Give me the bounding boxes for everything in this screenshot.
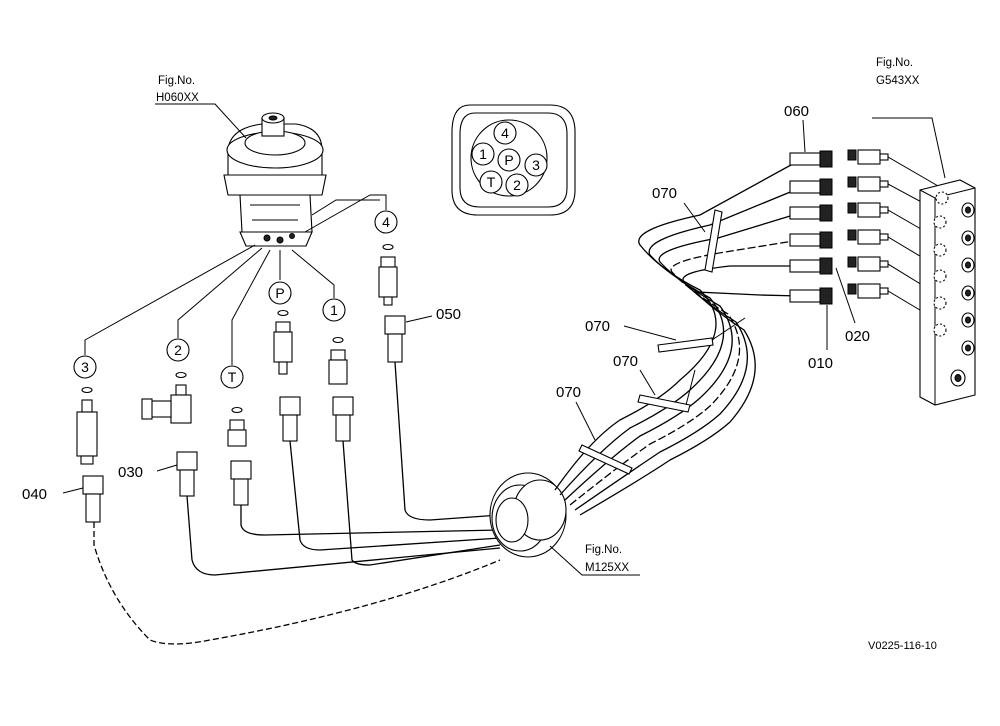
svg-text:060: 060 — [784, 103, 809, 120]
elbow-adaptor-stack — [847, 149, 889, 299]
svg-text:P: P — [275, 285, 284, 301]
svg-text:030: 030 — [118, 464, 143, 481]
port-pattern-4: 4 — [493, 121, 517, 145]
fitting-port-4 — [378, 243, 398, 306]
svg-text:1: 1 — [330, 302, 338, 318]
port-leader-lines — [84, 194, 387, 365]
svg-text:050: 050 — [436, 306, 461, 323]
port-marker-p: P — [268, 281, 292, 305]
callout-010: 010 — [808, 305, 833, 372]
svg-text:P: P — [504, 152, 513, 168]
port-pattern-icon: 4 1 P 3 T 2 — [451, 104, 576, 216]
port-marker-t: T — [220, 365, 244, 389]
svg-text:M125XX: M125XX — [585, 562, 629, 574]
callout-030: 030 — [118, 464, 178, 481]
coupler-stack — [789, 150, 833, 305]
hose-end-1 — [332, 396, 354, 442]
fitting-port-p — [273, 309, 293, 375]
svg-text:T: T — [487, 174, 496, 190]
svg-text:T: T — [228, 369, 237, 385]
hose-bundle-lower — [93, 361, 501, 645]
svg-text:G543XX: G543XX — [876, 75, 920, 87]
port-pattern-2: 2 — [505, 173, 529, 197]
port-marker-4: 4 — [374, 210, 398, 234]
svg-text:010: 010 — [808, 355, 833, 372]
svg-text:070: 070 — [556, 384, 581, 401]
svg-text:3: 3 — [81, 359, 89, 375]
hose-bundle-upper — [554, 159, 801, 516]
svg-text:Fig.No.: Fig.No. — [585, 544, 622, 556]
hose-end-030 — [176, 451, 198, 497]
cable-tie-3 — [637, 369, 696, 413]
drawing-id: V0225-116-10 — [868, 640, 937, 652]
callout-020: 020 — [835, 267, 870, 345]
hose-end-050 — [384, 315, 406, 363]
svg-text:070: 070 — [585, 318, 610, 335]
port-pattern-3: 3 — [524, 153, 548, 177]
callout-060: 060 — [784, 103, 809, 153]
svg-text:Fig.No.: Fig.No. — [158, 75, 195, 87]
svg-text:040: 040 — [22, 486, 47, 503]
svg-text:070: 070 — [652, 185, 677, 202]
callout-070-b: 070 — [585, 318, 677, 341]
fitting-port-2 — [141, 371, 192, 424]
fig-ref-joystick: Fig.No. H060XX — [155, 75, 247, 139]
callout-050: 050 — [405, 306, 461, 323]
port-marker-1: 1 — [322, 298, 346, 322]
port-marker-3: 3 — [73, 355, 97, 379]
svg-text:3: 3 — [532, 157, 540, 173]
port-pattern-p: P — [497, 148, 521, 172]
callout-070-c: 070 — [613, 353, 656, 396]
fitting-port-1 — [328, 336, 348, 385]
callout-070-d: 070 — [556, 384, 596, 441]
cable-tie-4 — [578, 444, 633, 475]
svg-text:Fig.No.: Fig.No. — [876, 57, 913, 69]
svg-text:H060XX: H060XX — [156, 92, 199, 104]
svg-text:070: 070 — [613, 353, 638, 370]
hose-end-040 — [82, 475, 104, 523]
svg-text:2: 2 — [174, 342, 182, 358]
hose-end-t — [230, 460, 252, 506]
control-valve-block — [919, 179, 976, 406]
svg-text:020: 020 — [845, 328, 870, 345]
cable-tie-1 — [704, 209, 723, 273]
port-pattern-1: 1 — [471, 142, 495, 166]
joystick-valve — [223, 112, 327, 247]
fitting-port-3 — [76, 386, 98, 465]
svg-text:2: 2 — [513, 177, 521, 193]
port-pattern-t: T — [479, 170, 503, 194]
port-marker-2: 2 — [166, 338, 190, 362]
callout-070-a: 070 — [652, 185, 706, 233]
cable-tie-2 — [657, 317, 746, 353]
callout-040: 040 — [22, 486, 84, 503]
fig-ref-valve: Fig.No. G543XX — [872, 57, 946, 179]
hose-end-p — [279, 396, 301, 442]
svg-text:4: 4 — [501, 125, 509, 141]
fig-ref-grommet: Fig.No. M125XX — [549, 544, 640, 576]
svg-text:4: 4 — [382, 214, 390, 230]
grommet — [489, 472, 567, 558]
fitting-port-t — [227, 406, 247, 447]
svg-text:1: 1 — [479, 146, 487, 162]
